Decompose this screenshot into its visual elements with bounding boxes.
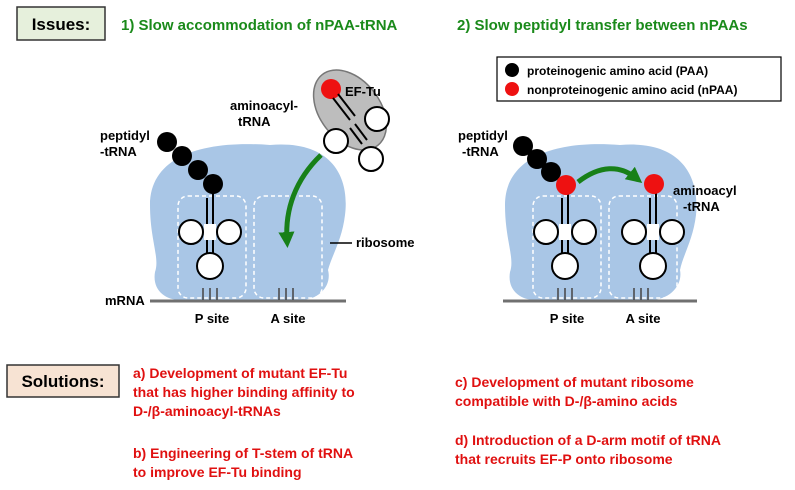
solutions-label-box xyxy=(6,364,120,398)
ribosome-label: ribosome xyxy=(356,235,415,250)
solution-a-line-1: a) Development of mutant EF-Tu xyxy=(133,365,347,381)
solution-b-line-2: to improve EF-Tu binding xyxy=(133,464,302,480)
eftu-label: EF-Tu xyxy=(345,84,381,99)
aminoacyl-label-2: tRNA xyxy=(238,114,271,129)
left-paa-2 xyxy=(172,146,192,166)
aminoacyl-label-1: aminoacyl- xyxy=(230,98,298,113)
legend: proteinogenic amino acid (PAA) nonprotei… xyxy=(496,56,782,102)
aminoacyl-trna-with-eftu xyxy=(278,69,390,248)
left-peptidyl-label-2: -tRNA xyxy=(100,144,137,159)
legend-npaa-icon xyxy=(505,82,519,96)
solution-d-line-1: d) Introduction of a D-arm motif of tRNA xyxy=(455,432,721,448)
left-a-site-label: A site xyxy=(271,311,306,326)
eftu-npaa xyxy=(321,79,341,99)
mrna-label: mRNA xyxy=(105,293,145,308)
legend-box xyxy=(496,56,782,102)
solution-c-line-1: c) Development of mutant ribosome xyxy=(455,374,694,390)
solution-d-line-2: that recruits EF-P onto ribosome xyxy=(455,451,673,467)
right-a-npaa xyxy=(644,174,664,194)
right-paa-1 xyxy=(513,136,533,156)
left-paa-3 xyxy=(188,160,208,180)
right-paa-2 xyxy=(527,149,547,169)
left-p-codon xyxy=(202,288,218,300)
solution-a-line-2: that has higher binding affinity to xyxy=(133,384,355,400)
solution-a-line-3: D-/β-aminoacyl-tRNAs xyxy=(133,403,281,419)
peptidyl-transfer-arrow xyxy=(576,166,643,185)
right-peptidyl-label-2: -tRNA xyxy=(462,144,499,159)
right-a-site-label: A site xyxy=(626,311,661,326)
solution-c: c) Development of mutant ribosome compat… xyxy=(455,374,694,409)
legend-npaa-label: nonproteinogenic amino acid (nPAA) xyxy=(527,83,737,97)
issues-label-box xyxy=(16,6,106,41)
solutions-label: Solutions: xyxy=(21,372,104,391)
left-p-site-label: P site xyxy=(195,311,229,326)
left-paa-1 xyxy=(157,132,177,152)
left-a-codon xyxy=(278,288,294,300)
solution-d: d) Introduction of a D-arm motif of tRNA… xyxy=(455,432,721,467)
right-ribosome-diagram: peptidyl -tRNA aminoacyl -tRNA P site A … xyxy=(458,128,737,326)
right-a-site-box xyxy=(608,195,678,299)
legend-paa-label: proteinogenic amino acid (PAA) xyxy=(527,64,708,78)
right-p-codon xyxy=(557,288,573,300)
right-aminoacyl-label-1: aminoacyl xyxy=(673,183,737,198)
left-ribosome-diagram: peptidyl -tRNA aminoacyl- tRNA EF-Tu rib… xyxy=(100,69,415,326)
solution-a: a) Development of mutant EF-Tu that has … xyxy=(133,365,355,419)
right-peptidyl-label-1: peptidyl xyxy=(458,128,508,143)
right-p-site-label: P site xyxy=(550,311,584,326)
incoming-trna-icon xyxy=(323,93,390,172)
right-a-codon xyxy=(633,288,649,300)
right-aminoacyl-label-2: -tRNA xyxy=(683,199,720,214)
left-a-site-box xyxy=(253,195,323,299)
issue-1-text: 1) Slow accommodation of nPAA-tRNA xyxy=(121,17,398,34)
legend-paa-icon xyxy=(505,63,519,77)
solution-c-line-2: compatible with D-/β-amino acids xyxy=(455,393,678,409)
issue-2-text: 2) Slow peptidyl transfer between nPAAs xyxy=(457,17,748,34)
left-ribosome xyxy=(150,144,346,300)
right-paa-3 xyxy=(541,162,561,182)
accommodation-arrow xyxy=(278,153,323,248)
issues-label: Issues: xyxy=(32,15,91,34)
left-peptidyl-label-1: peptidyl xyxy=(100,128,150,143)
solution-b-line-1: b) Engineering of T-stem of tRNA xyxy=(133,445,353,461)
left-paa-4 xyxy=(203,174,223,194)
solution-b: b) Engineering of T-stem of tRNA to impr… xyxy=(133,445,353,480)
right-p-npaa xyxy=(556,175,576,195)
